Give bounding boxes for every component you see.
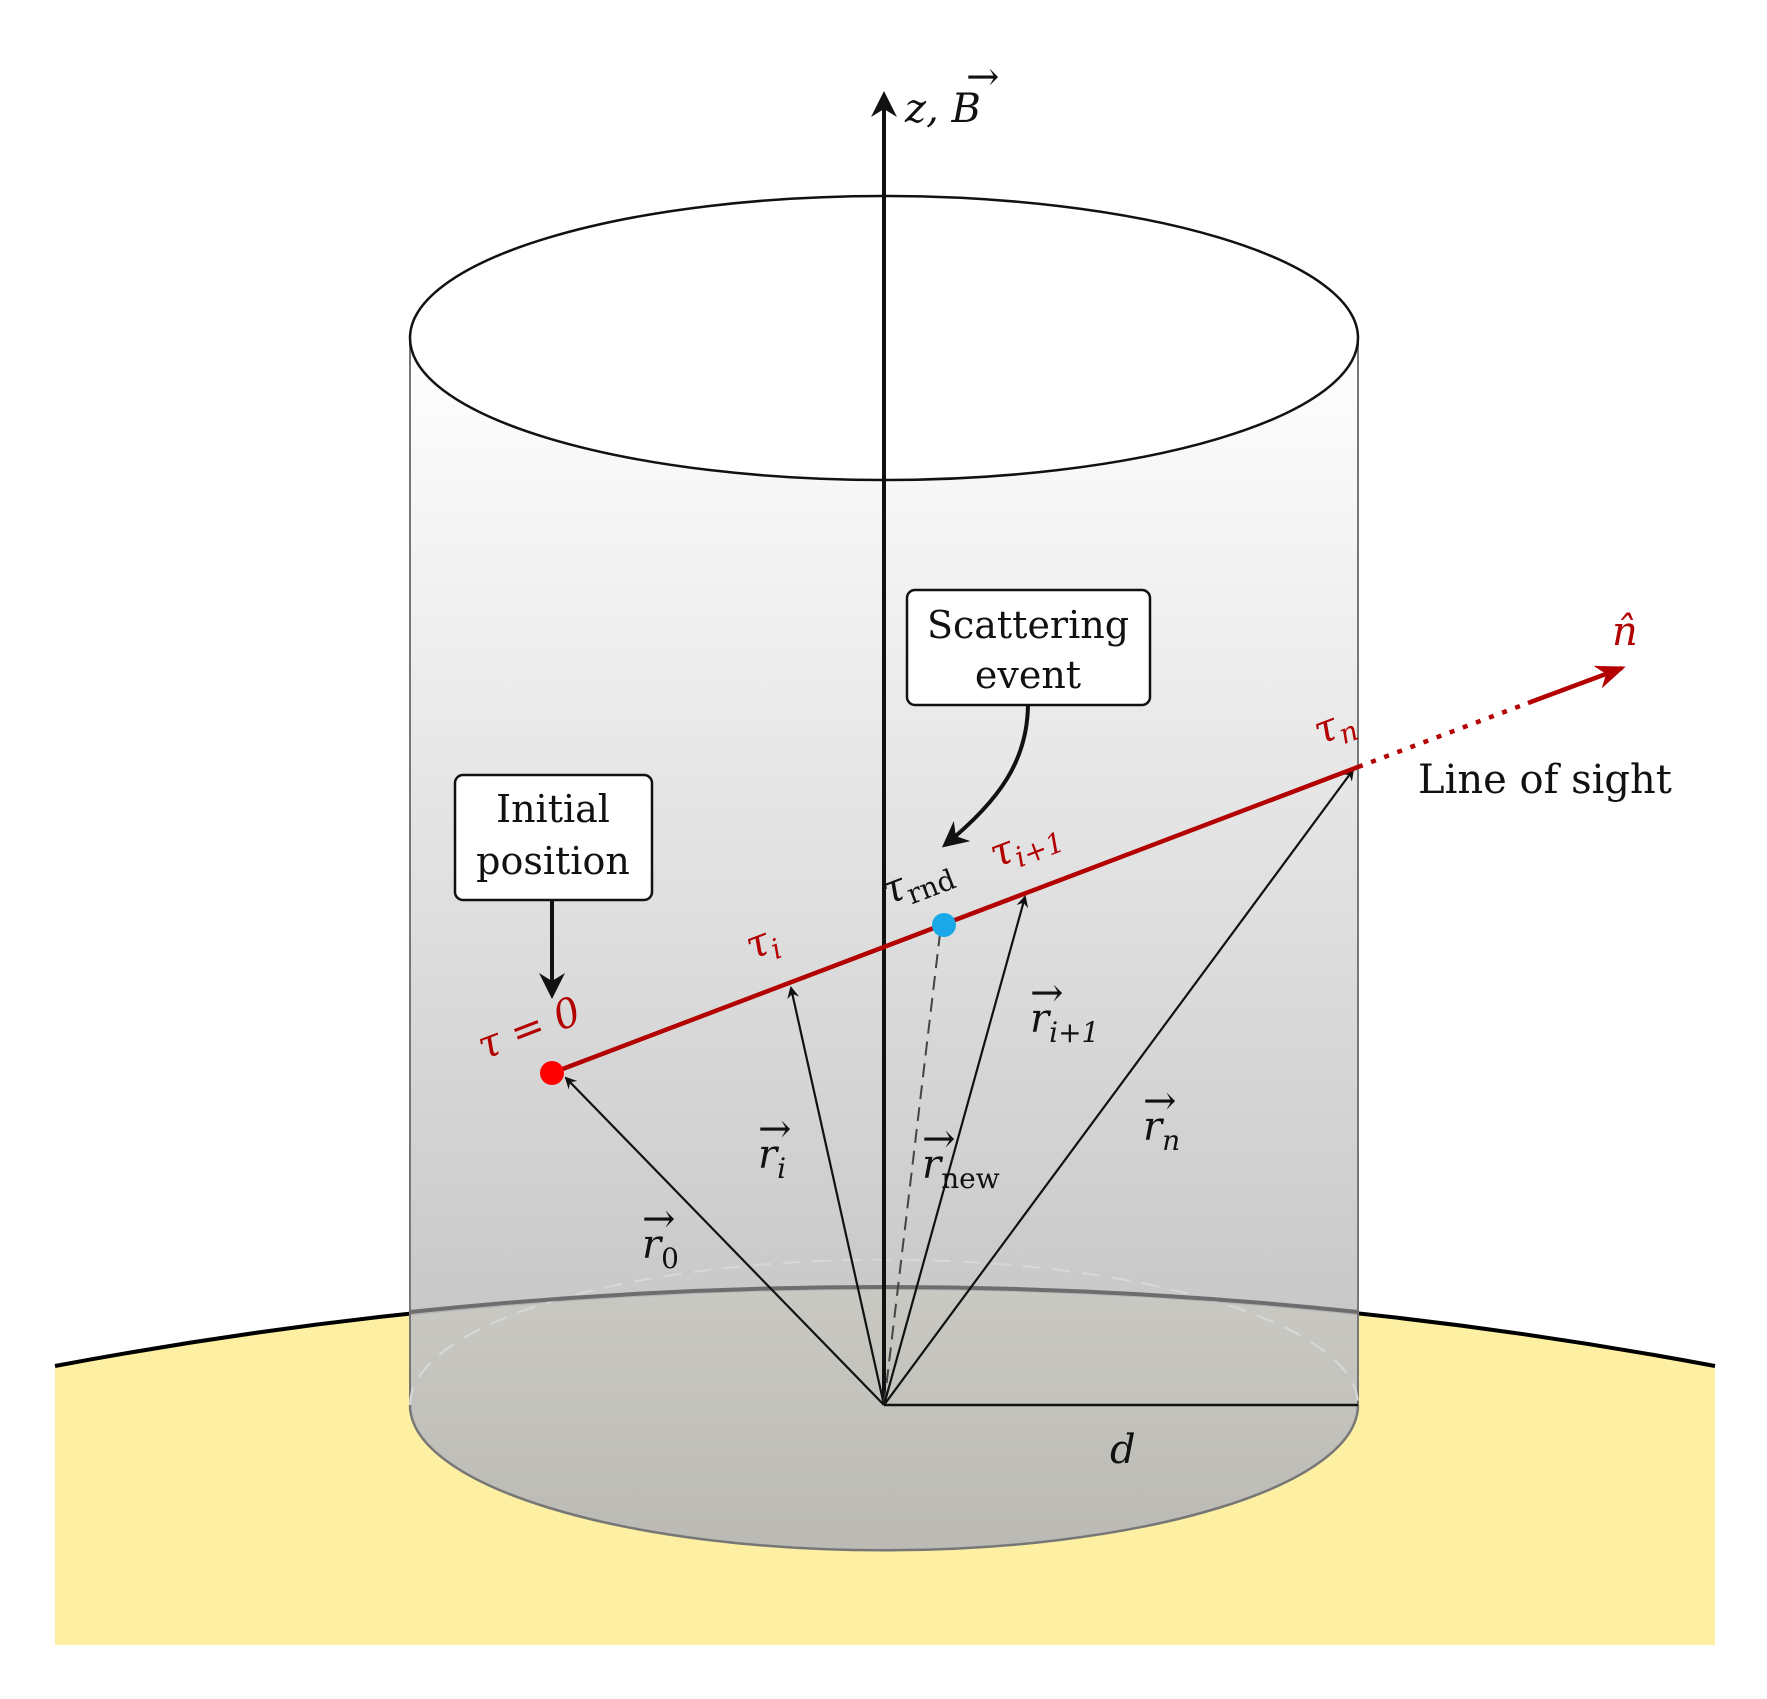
- line-of-sight-label: Line of sight: [1418, 757, 1672, 803]
- ri1-label: ri+1 →: [1030, 970, 1099, 1049]
- n-hat-label: n̂: [1612, 609, 1638, 655]
- scattering-event-callout: Scattering event: [905, 588, 1152, 707]
- svg-text:ri+1: ri+1: [1030, 996, 1099, 1049]
- scatter-callout-arrow: [941, 702, 1030, 848]
- svg-text:→: →: [758, 1106, 792, 1152]
- scatter-callout-line1: Scattering: [927, 603, 1129, 647]
- b-vector-arrow: →: [966, 54, 1000, 100]
- r0-label: r0 →: [642, 1196, 679, 1275]
- rn-label: rn →: [1143, 1078, 1180, 1157]
- ri-label: ri →: [758, 1106, 792, 1185]
- vector-rnew: [883, 924, 942, 1406]
- line-of-sight: [551, 764, 1359, 1076]
- scatter-point: [932, 913, 956, 937]
- initial-point: [540, 1061, 564, 1085]
- initial-position-callout: Initial position: [453, 773, 654, 902]
- vector-ri1: [882, 895, 1029, 1406]
- svg-text:r0: r0: [642, 1222, 679, 1275]
- svg-text:rnew: rnew: [922, 1142, 1000, 1195]
- cylinder-bottom-front: [408, 1404, 1360, 1552]
- rnew-label: rnew →: [922, 1116, 1000, 1195]
- vector-ri: [787, 986, 886, 1406]
- svg-text:→: →: [1030, 970, 1064, 1016]
- scatter-callout-line2: event: [975, 653, 1081, 697]
- svg-text:rn: rn: [1143, 1104, 1180, 1157]
- svg-text:→: →: [642, 1196, 676, 1242]
- svg-text:→: →: [922, 1116, 956, 1162]
- vector-rn: [883, 768, 1355, 1406]
- vector-r0: [564, 1076, 885, 1406]
- n-hat-arrow: [1527, 665, 1626, 706]
- d-label: d: [1110, 1427, 1136, 1473]
- initial-callout-line2: position: [476, 839, 630, 883]
- svg-text:→: →: [1143, 1078, 1177, 1124]
- line-of-sight-dotted: [1357, 700, 1529, 770]
- z-axis-label: z, B: [904, 86, 981, 132]
- svg-text:ri: ri: [758, 1132, 786, 1185]
- initial-callout-line1: Initial: [496, 787, 610, 831]
